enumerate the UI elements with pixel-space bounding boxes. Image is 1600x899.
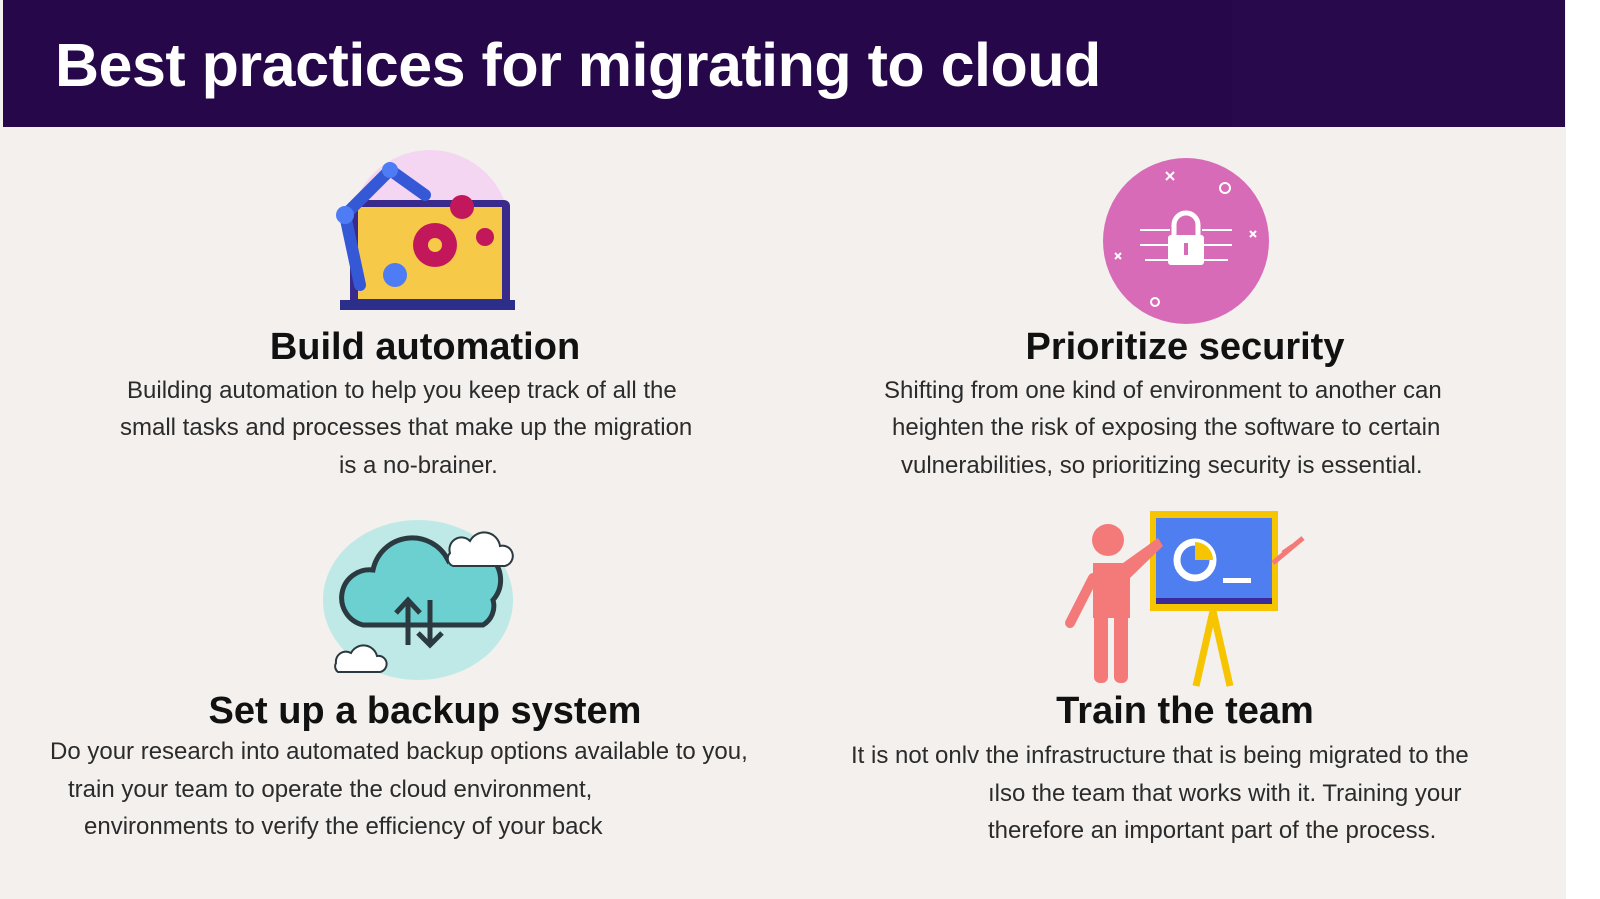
- section-text: small tasks and processes that make up t…: [120, 414, 693, 441]
- padlock-circuit-icon: [1103, 158, 1269, 324]
- section-text: vulnerabilities, so prioritizing securit…: [901, 452, 1423, 479]
- section-text: environments to verify the efficiency of…: [84, 813, 603, 840]
- section-text: Shifting from one kind of environment to…: [884, 377, 1442, 404]
- section-heading: Set up a backup system: [208, 690, 642, 732]
- robot-arm-gears-icon: [336, 150, 515, 310]
- section-text: ılso the team that works with it. Traini…: [988, 780, 1462, 807]
- section-heading: Build automation: [269, 326, 581, 368]
- section-text: Building automation to help you keep tra…: [127, 377, 677, 404]
- section-text: therefore an important part of the proce…: [988, 817, 1437, 844]
- section-heading: Train the team: [1056, 690, 1314, 732]
- section-text: It is not onlv the infrastructure that i…: [851, 742, 1469, 769]
- header-banner: Best practices for migrating to cloud: [3, 0, 1565, 127]
- section-text: is a no-brainer.: [339, 452, 498, 479]
- section-text: Do your research into automated backup o…: [50, 738, 748, 765]
- section-text: train your team to operate the cloud env…: [68, 776, 593, 803]
- section-heading: Prioritize security: [1025, 326, 1345, 368]
- cloud-sync-icon: [323, 520, 514, 680]
- section-text: heighten the risk of exposing the softwa…: [892, 414, 1441, 441]
- page-title: Best practices for migrating to cloud: [55, 31, 1101, 99]
- presentation-board-icon: [1065, 511, 1305, 687]
- infographic: Best practices for migrating to cloud Bu…: [0, 0, 1566, 899]
